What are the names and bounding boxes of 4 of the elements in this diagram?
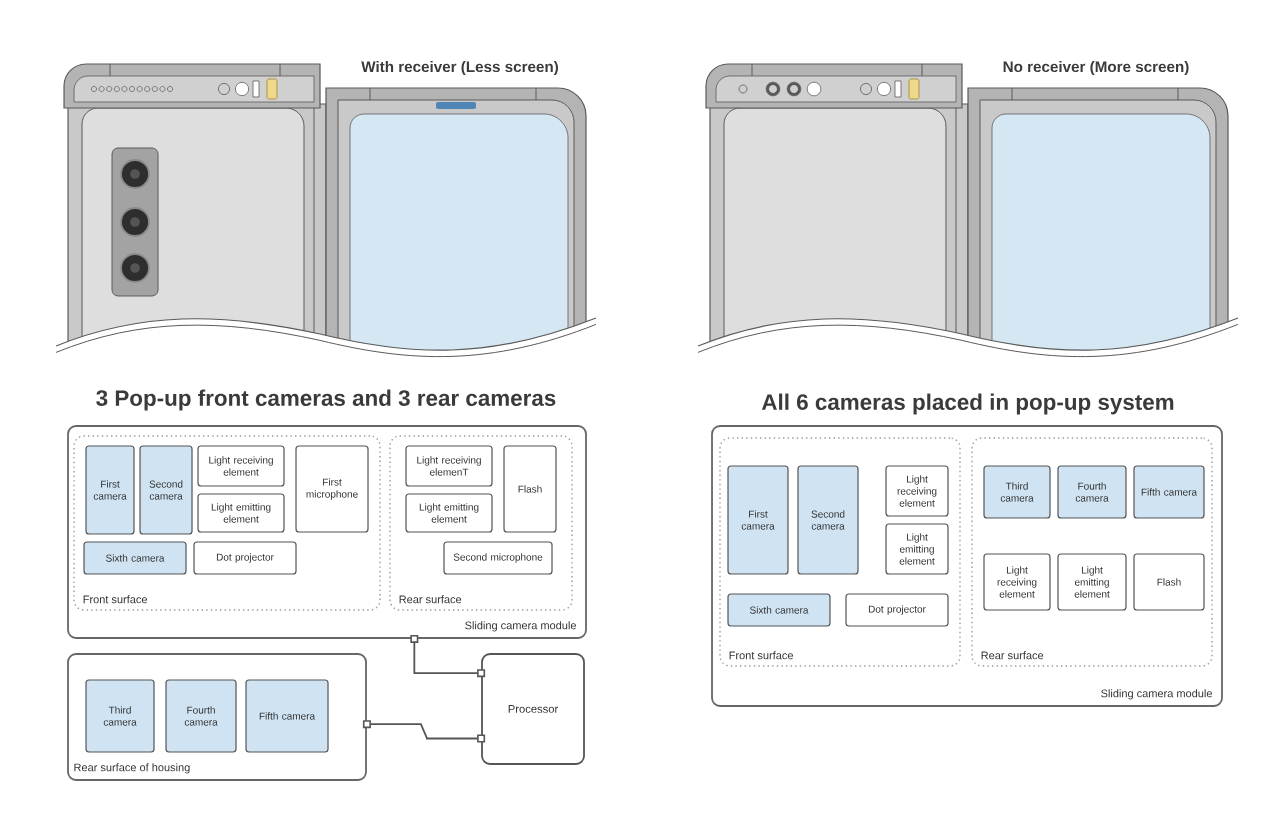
connector-line xyxy=(410,634,486,678)
heading: 3 Pop-up front cameras and 3 rear cameras xyxy=(96,389,556,411)
connector-line xyxy=(362,720,486,743)
heading: All 6 cameras placed in pop-up system xyxy=(761,393,1174,415)
